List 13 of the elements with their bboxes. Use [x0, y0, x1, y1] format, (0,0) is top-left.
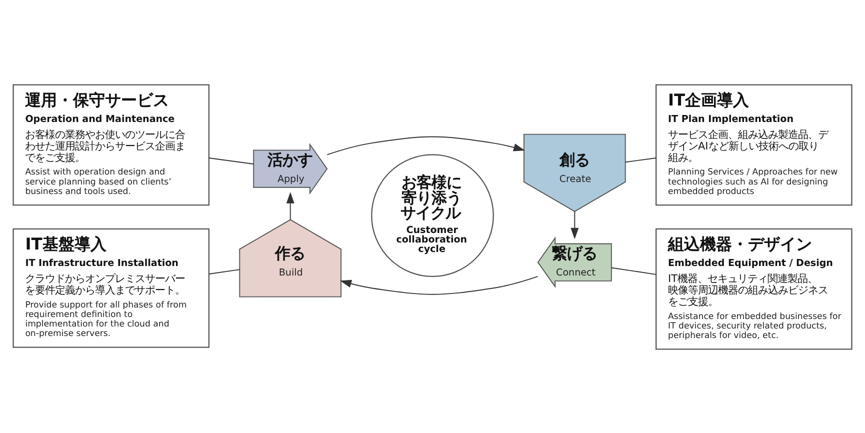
node-circle: お客様に寄り添うサイクル Customer collaboration cycle [371, 154, 494, 277]
arrow [570, 210, 579, 239]
node-box: 運用・保守サービス Operation and Maintenance お客様の業務やお使いのツールに合わせた運用設計からサービス企画までをご支援。 Assist with operation design and service planning based on clients’ business and tools used. [12, 84, 210, 206]
arrow [286, 191, 294, 220]
node-box: IT企画導入 IT Plan Implementation サービス企画、組み込み製造品、デザインAIなど新しい技術への取り組み。 Planning Services / Approaches for new technologies such as AI for designing embedded products [656, 84, 852, 206]
node-box: 組込機器・デザイン Embedded Equipment / Design IT機器、セキュリティ関連製品、映像等周辺機器の組み込みビジネスをご支援。 Assistance for embedded businesses for IT devices, security related products, peripherals for video, etc. [656, 228, 852, 350]
connector [625, 157, 657, 162]
connector [208, 157, 254, 164]
node-box: IT基盤導入 IT Infrastructure Installation クラウドからオンプレミスサーバーを要件定義から導入までサポート。 Provide support for all phases of from requirement definition to implementation for the cloud and on-premise servers. [12, 228, 210, 348]
arrow [340, 275, 538, 294]
connector [611, 266, 656, 274]
arrow [326, 136, 526, 155]
connector [208, 268, 240, 274]
